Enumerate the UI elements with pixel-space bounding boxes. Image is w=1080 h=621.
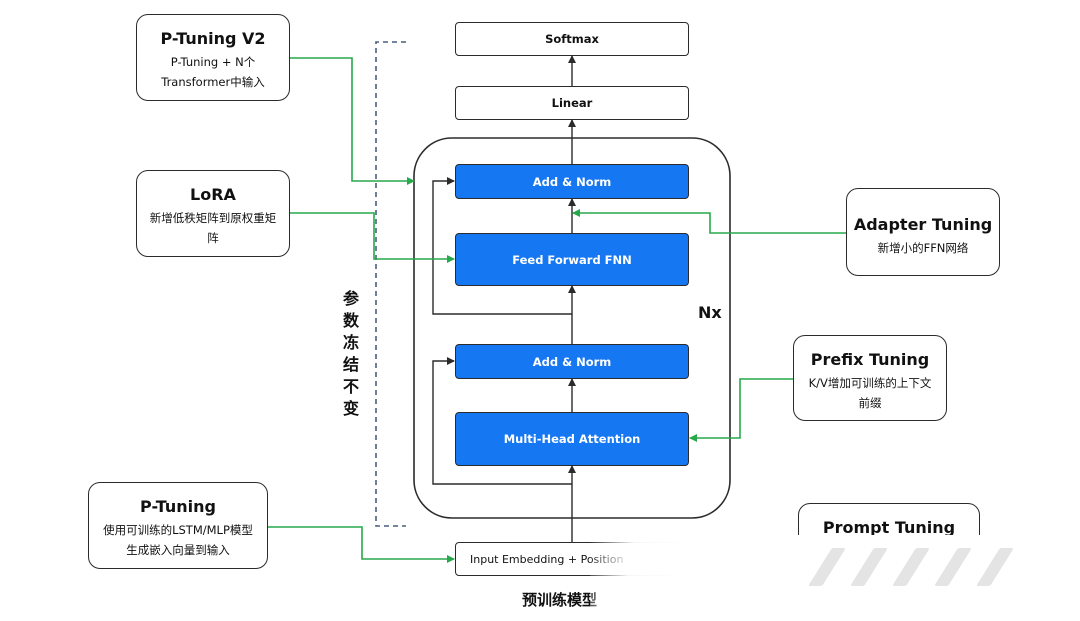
linear-block: Linear — [455, 86, 689, 120]
adapter-tuning-callout: Adapter Tuning 新增小的FFN网络 — [846, 188, 1000, 276]
p-tuning-v2-title: P-Tuning V2 — [160, 29, 266, 48]
adapter-tuning-title: Adapter Tuning — [853, 215, 993, 234]
multi-head-attention-block: Multi-Head Attention — [455, 412, 689, 466]
lora-title: LoRA — [190, 185, 236, 204]
input-embedding-block: Input Embedding + Position — [455, 542, 689, 576]
feed-forward-block: Feed Forward FNN — [455, 233, 689, 286]
method-connectors — [268, 57, 846, 563]
softmax-block: Softmax — [455, 22, 689, 56]
nx-label: Nx — [698, 303, 722, 322]
p-tuning-v2-callout: P-Tuning V2 P-Tuning + N个Transformer中输入 — [136, 14, 290, 101]
p-tuning-title: P-Tuning — [140, 497, 216, 516]
p-tuning-callout: P-Tuning 使用可训练的LSTM/MLP模型生成嵌入向量到输入 — [88, 482, 268, 569]
p-tuning-v2-desc: P-Tuning + N个Transformer中输入 — [161, 55, 265, 89]
add-norm-bottom-block: Add & Norm — [455, 344, 689, 379]
p-tuning-desc: 使用可训练的LSTM/MLP模型生成嵌入向量到输入 — [103, 523, 253, 557]
frozen-params-label: 参数冻结不变 — [342, 289, 359, 418]
adapter-tuning-desc: 新增小的FFN网络 — [877, 241, 969, 255]
frozen-bracket — [375, 41, 406, 527]
pretrained-model-caption: 预训练模型 — [522, 591, 598, 609]
prefix-tuning-title: Prefix Tuning — [810, 350, 930, 369]
prompt-tuning-title: Prompt Tuning — [822, 518, 956, 537]
add-norm-top-block: Add & Norm — [455, 164, 689, 199]
prefix-tuning-callout: Prefix Tuning K/V增加可训练的上下文前缀 — [793, 335, 947, 421]
lora-callout: LoRA 新增低秩矩阵到原权重矩阵 — [136, 170, 290, 257]
prefix-tuning-desc: K/V增加可训练的上下文前缀 — [808, 376, 932, 410]
main-flow-arrows — [432, 55, 576, 542]
lora-desc: 新增低秩矩阵到原权重矩阵 — [149, 211, 277, 245]
